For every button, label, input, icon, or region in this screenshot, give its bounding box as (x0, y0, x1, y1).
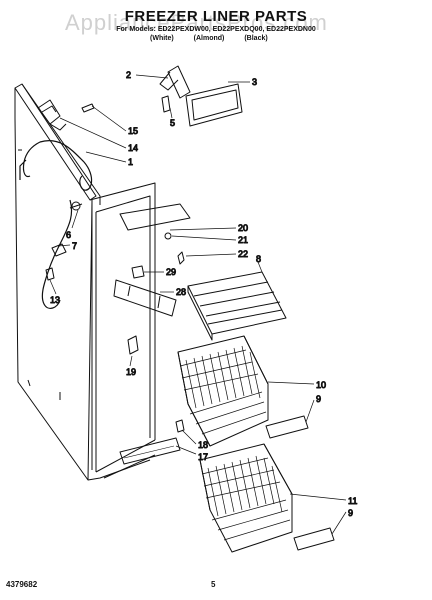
part-15-screw (81, 103, 95, 113)
color-white: (White) (150, 35, 174, 42)
part-9-handle-lower (293, 527, 335, 551)
part-10-basket (177, 335, 269, 447)
callout-9b: 9 (348, 508, 353, 518)
part-3-door-bin (185, 83, 243, 127)
callout-10: 10 (316, 380, 326, 390)
callout-7: 7 (72, 241, 77, 251)
callout-1: 1 (128, 157, 133, 167)
part-21 (164, 232, 172, 240)
model-list: For Models: ED22PEXDW00, ED22PEXDQ00, ED… (116, 26, 316, 33)
callout-3: 3 (252, 77, 257, 87)
part-19 (127, 335, 139, 355)
callout-11: 11 (348, 496, 357, 506)
callout-22: 22 (238, 249, 248, 259)
part-11-basket (199, 443, 293, 553)
page-title: FREEZER LINER PARTS (124, 8, 308, 25)
callout-2: 2 (126, 70, 131, 80)
part-2-bracket (159, 65, 191, 99)
callout-17: 17 (198, 452, 208, 462)
callout-21: 21 (238, 235, 248, 245)
callout-5: 5 (170, 118, 175, 128)
part-28-shelf-support (113, 279, 177, 317)
part-9-handle-upper (265, 415, 309, 439)
part-14-cover (37, 99, 67, 131)
part-6 (71, 201, 81, 211)
leader-lines (49, 74, 347, 535)
freezer-liner (14, 83, 156, 481)
page-number: 5 (211, 580, 216, 589)
wire-lower (41, 199, 73, 309)
color-black: (Black) (244, 35, 268, 42)
color-list: (White) (Almond) (Black) (150, 35, 286, 42)
callout-8: 8 (256, 254, 261, 264)
callout-18: 18 (198, 440, 208, 450)
callout-14: 14 (128, 143, 138, 153)
callout-19: 19 (126, 367, 136, 377)
part-13 (45, 267, 55, 281)
part-18 (175, 419, 185, 433)
watermark: AppliancePartsPros.com (65, 10, 328, 35)
callout-13: 13 (50, 295, 60, 305)
part-5-screw (161, 95, 171, 113)
part-7 (51, 243, 67, 257)
part-8-wire-shelf (187, 271, 287, 341)
wire-harness (19, 140, 93, 191)
callout-9a: 9 (316, 394, 321, 404)
callout-20: 20 (238, 223, 248, 233)
part-17-track (119, 437, 181, 465)
color-almond: (Almond) (193, 35, 225, 42)
callout-6: 6 (66, 230, 71, 240)
part-20-panel (119, 203, 191, 231)
part-number: 4379682 (6, 580, 38, 589)
callouts: 2 3 5 15 14 1 6 7 13 20 21 22 8 29 28 19… (50, 70, 358, 519)
callout-28: 28 (176, 287, 186, 297)
part-22 (177, 251, 185, 265)
part-29-clip (131, 265, 145, 279)
callout-29: 29 (166, 267, 176, 277)
callout-15: 15 (128, 126, 138, 136)
